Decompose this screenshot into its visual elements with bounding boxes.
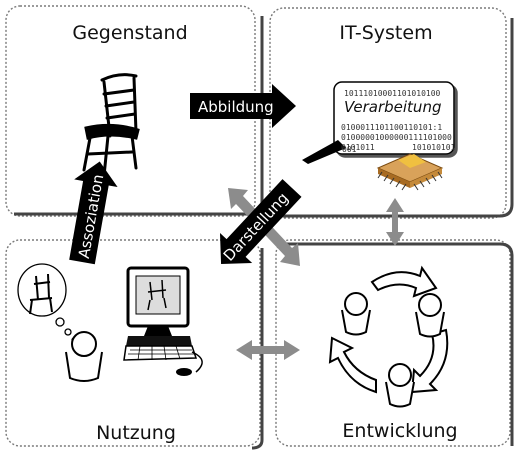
quadrant-label-entwicklung: Entwicklung [342,420,458,442]
quadrant-entwicklung-frame [275,239,511,447]
person-icon-top [341,292,371,336]
quadrant-label-it-system: IT-System [339,22,433,44]
quadrant-label-gegenstand: Gegenstand [72,22,188,44]
arrow-abbildung-label: Abbildung [198,98,274,116]
person-icon-user [65,331,103,382]
computer-icon [123,266,203,376]
arrow-assoziation: Assoziation [69,161,118,265]
gray-arrow-horizontal-bottom [236,340,300,360]
quadrant-label-nutzung: Nutzung [96,422,176,444]
binary-line-2: 0100011101100110101:1 [341,123,442,132]
binary-line-1: 10111010001101010100 [344,89,441,98]
quadrant-nutzung-frame [5,239,261,447]
binary-line-5: 001 [342,145,357,154]
chair-icon [82,73,140,178]
verarbeitung-label: Verarbeitung [344,98,441,116]
person-icon-right [415,293,445,338]
processing-bubble [302,81,455,164]
gray-arrow-vertical-right [386,198,404,246]
arrow-darstellung [219,179,302,265]
binary-line-4: 0101011 [341,143,375,152]
arrow-abbildung [190,84,296,128]
microchip-icon [376,153,444,191]
quadrant-it-system-frame [269,7,507,219]
thought-bubble-chair [17,263,77,343]
binary-line-3: 01000001000000111101000 [341,133,452,142]
person-icon-bottom [385,363,415,408]
development-cycle [328,265,449,408]
binary-tail-1: 101010101 [412,143,456,152]
